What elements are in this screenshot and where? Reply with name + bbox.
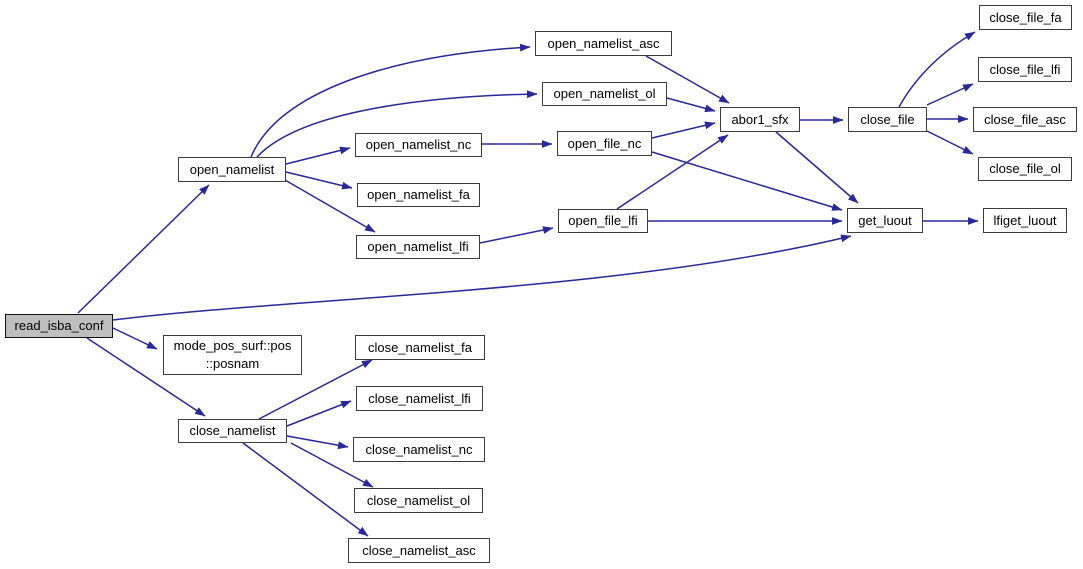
edge-open_file_nc-to-get_luout	[651, 151, 843, 211]
node-close_file_fa[interactable]: close_file_fa	[979, 5, 1072, 30]
node-close_namelist_ol[interactable]: close_namelist_ol	[354, 488, 483, 513]
node-close_namelist_fa[interactable]: close_namelist_fa	[355, 335, 485, 360]
edge-close_namelist-to-close_namelist_ol	[290, 442, 374, 488]
node-close_file[interactable]: close_file	[848, 107, 927, 132]
edge-close_file-to-close_file_fa	[898, 31, 976, 108]
node-close_namelist[interactable]: close_namelist	[178, 419, 287, 443]
node-open_file_lfi[interactable]: open_file_lfi	[558, 209, 648, 233]
node-lfiget_luout[interactable]: lfiget_luout	[983, 208, 1067, 233]
node-open_namelist_ol[interactable]: open_namelist_ol	[542, 82, 667, 106]
node-mode_pos_surf_posnam[interactable]: mode_pos_surf::pos ::posnam	[163, 335, 302, 375]
node-open_namelist_fa[interactable]: open_namelist_fa	[357, 183, 480, 207]
node-close_file_ol[interactable]: close_file_ol	[978, 157, 1072, 181]
edge-open_namelist-to-open_namelist_asc	[250, 43, 531, 158]
node-abor1_sfx[interactable]: abor1_sfx	[720, 107, 800, 132]
edge-open_namelist_lfi-to-open_file_lfi	[479, 226, 554, 244]
edge-open_namelist-to-open_namelist_fa	[285, 171, 353, 190]
edge-read_isba_conf-to-get_luout	[112, 234, 852, 321]
edge-open_namelist-to-open_namelist_ol	[256, 90, 538, 158]
edge-open_namelist-to-open_namelist_nc	[285, 146, 351, 165]
edge-close_namelist-to-close_namelist_lfi	[286, 400, 352, 427]
node-close_file_asc[interactable]: close_file_asc	[973, 107, 1077, 132]
edge-read_isba_conf-to-mode_pos_surf_posnam	[112, 327, 158, 350]
edge-open_namelist_ol-to-abor1_sfx	[666, 97, 716, 113]
edge-close_namelist-to-close_namelist_fa	[258, 359, 373, 420]
node-open_file_nc[interactable]: open_file_nc	[557, 131, 652, 156]
edge-read_isba_conf-to-close_namelist	[86, 337, 206, 417]
edge-close_namelist-to-close_namelist_asc	[242, 442, 369, 537]
node-open_namelist_asc[interactable]: open_namelist_asc	[535, 31, 672, 56]
node-open_namelist_lfi[interactable]: open_namelist_lfi	[356, 235, 480, 259]
edge-close_file-to-close_file_ol	[926, 130, 974, 155]
edge-open_file_lfi-to-abor1_sfx	[616, 134, 729, 210]
edge-open_namelist-to-open_namelist_lfi	[284, 179, 376, 233]
node-get_luout[interactable]: get_luout	[847, 208, 923, 233]
node-close_file_lfi[interactable]: close_file_lfi	[978, 57, 1072, 82]
node-open_namelist[interactable]: open_namelist	[178, 157, 286, 182]
edge-abor1_sfx-to-get_luout	[775, 131, 859, 204]
node-open_namelist_nc[interactable]: open_namelist_nc	[355, 133, 482, 157]
edge-open_file_nc-to-abor1_sfx	[651, 121, 716, 139]
node-close_namelist_nc[interactable]: close_namelist_nc	[353, 437, 485, 462]
edge-open_namelist_asc-to-abor1_sfx	[645, 55, 730, 104]
node-read_isba_conf[interactable]: read_isba_conf	[5, 314, 113, 338]
edge-close_namelist-to-close_namelist_nc	[286, 435, 349, 450]
node-close_namelist_lfi[interactable]: close_namelist_lfi	[356, 386, 483, 411]
edge-close_file-to-close_file_lfi	[926, 83, 974, 106]
node-close_namelist_asc[interactable]: close_namelist_asc	[348, 538, 490, 563]
edge-read_isba_conf-to-open_namelist	[77, 184, 210, 314]
